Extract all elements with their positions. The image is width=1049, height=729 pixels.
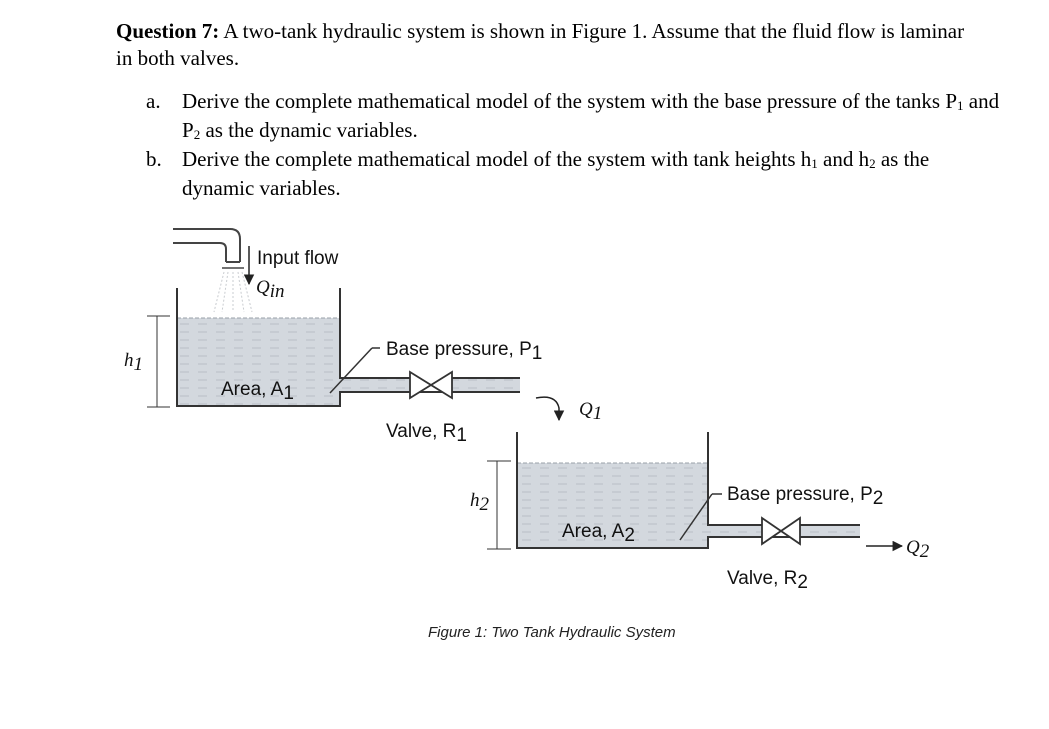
input-flow-label: Input flow <box>257 248 339 269</box>
input-pipe <box>173 228 253 313</box>
h2-dimension <box>487 460 511 550</box>
h1-dimension <box>147 315 170 408</box>
tank-1 <box>176 288 520 407</box>
h2-label: h2 <box>470 490 490 515</box>
base-pressure-2-label: Base pressure, P2 <box>727 484 883 509</box>
part-a: a. Derive the complete mathematical mode… <box>146 88 1006 146</box>
valve-2-icon <box>761 516 801 546</box>
q1-label: Q1 <box>579 399 602 424</box>
question-statement: Question 7: A two-tank hydraulic system … <box>116 18 976 72</box>
pressure-2-pointer <box>679 493 713 541</box>
valve-1-label: Valve, R1 <box>386 421 467 446</box>
part-text: Derive the complete mathematical model o… <box>182 147 930 200</box>
valve-2-label: Valve, R2 <box>727 568 808 593</box>
q-in-label: Qin <box>256 277 285 302</box>
question-parts: a. Derive the complete mathematical mode… <box>146 88 1006 202</box>
q2-label: Q2 <box>906 537 930 562</box>
area-1-label: Area, A1 <box>221 379 294 404</box>
part-marker: b. <box>146 147 162 171</box>
q1-flow-arrow <box>535 396 565 422</box>
base-pressure-1-label: Base pressure, P1 <box>386 339 542 364</box>
part-marker: a. <box>146 89 161 113</box>
h1-label: h1 <box>124 350 143 375</box>
question-label: Question 7: <box>116 19 220 43</box>
figure-caption: Figure 1: Two Tank Hydraulic System <box>428 624 676 641</box>
valve-1-icon <box>409 370 453 400</box>
part-b: b. Derive the complete mathematical mode… <box>146 146 1006 202</box>
area-2-label: Area, A2 <box>562 521 635 546</box>
tank-2 <box>516 432 860 549</box>
question-text: A two-tank hydraulic system is shown in … <box>116 19 965 70</box>
part-text: Derive the complete mathematical model o… <box>182 89 1000 143</box>
pressure-1-pointer <box>329 347 373 394</box>
